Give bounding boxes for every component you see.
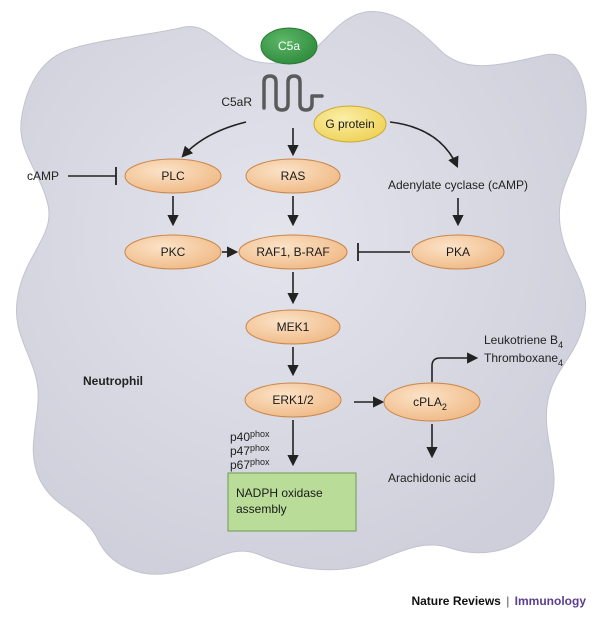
cpla2-label-sub: 2 [442,402,447,412]
neutrophil-label: Neutrophil [83,374,143,388]
ras-label: RAS [281,169,306,183]
arrow-gprotein-to-adenylate [389,121,459,169]
pkc-node [124,234,222,270]
p47phox-label: p47phox [230,443,270,458]
credit-separator: | [506,594,510,608]
erk-label: ERK1/2 [272,393,314,407]
p67-base: p67 [230,458,250,472]
adenylate-cyclase-label: Adenylate cyclase (cAMP) [388,178,528,192]
c5ar-label: C5aR [221,95,252,109]
p47-base: p47 [230,444,250,458]
cpla2-label: cPLA2 [413,395,447,412]
ras-node [245,158,341,194]
plc-node [124,158,222,194]
publisher-name: Nature Reviews [411,594,501,608]
nadph-line1: NADPH oxidase [236,486,323,500]
g-protein-node [313,105,387,143]
neutrophil-cell-body [16,11,587,575]
thromboxane-label: Thromboxane4 [484,351,563,368]
thromboxane-label-base: Thromboxane [484,351,558,365]
arrow-cpla2-to-leukotriene [431,352,479,382]
arachidonic-acid-label: Arachidonic acid [388,471,476,485]
erk-node [244,382,342,418]
journal-credit: Nature Reviews | Immunology [411,594,586,608]
p67-sup: phox [250,457,270,467]
leukotriene-label-sub: 4 [558,340,563,350]
c5a-ligand-node [260,27,318,65]
mek1-label: MEK1 [277,320,310,334]
journal-name: Immunology [514,594,586,608]
p40-sup: phox [250,429,270,439]
leukotriene-label: Leukotriene B4 [484,333,563,350]
arrow-c5ar-to-plc [181,121,247,158]
plc-label: PLC [161,169,185,183]
thromboxane-label-sub: 4 [558,358,563,368]
mek1-node [245,309,341,345]
raf-label: RAF1, B-RAF [256,245,329,259]
p40phox-label: p40phox [230,429,270,444]
p67phox-label: p67phox [230,457,270,472]
pka-label: PKA [446,245,470,259]
raf-node [238,234,348,270]
p40-base: p40 [230,430,250,444]
leukotriene-label-base: Leukotriene B [484,333,558,347]
c5a-label: C5a [278,39,300,53]
c5ar-receptor-icon [262,74,324,112]
pka-node [411,234,505,270]
g-protein-label: G protein [325,117,374,131]
nadph-oxidase-box [227,472,357,532]
pkc-label: PKC [161,245,186,259]
nadph-line2: assembly [236,502,287,516]
cpla2-node [383,382,481,422]
p47-sup: phox [250,443,270,453]
camp-label: cAMP [27,169,59,183]
cpla2-label-base: cPLA [413,395,442,409]
